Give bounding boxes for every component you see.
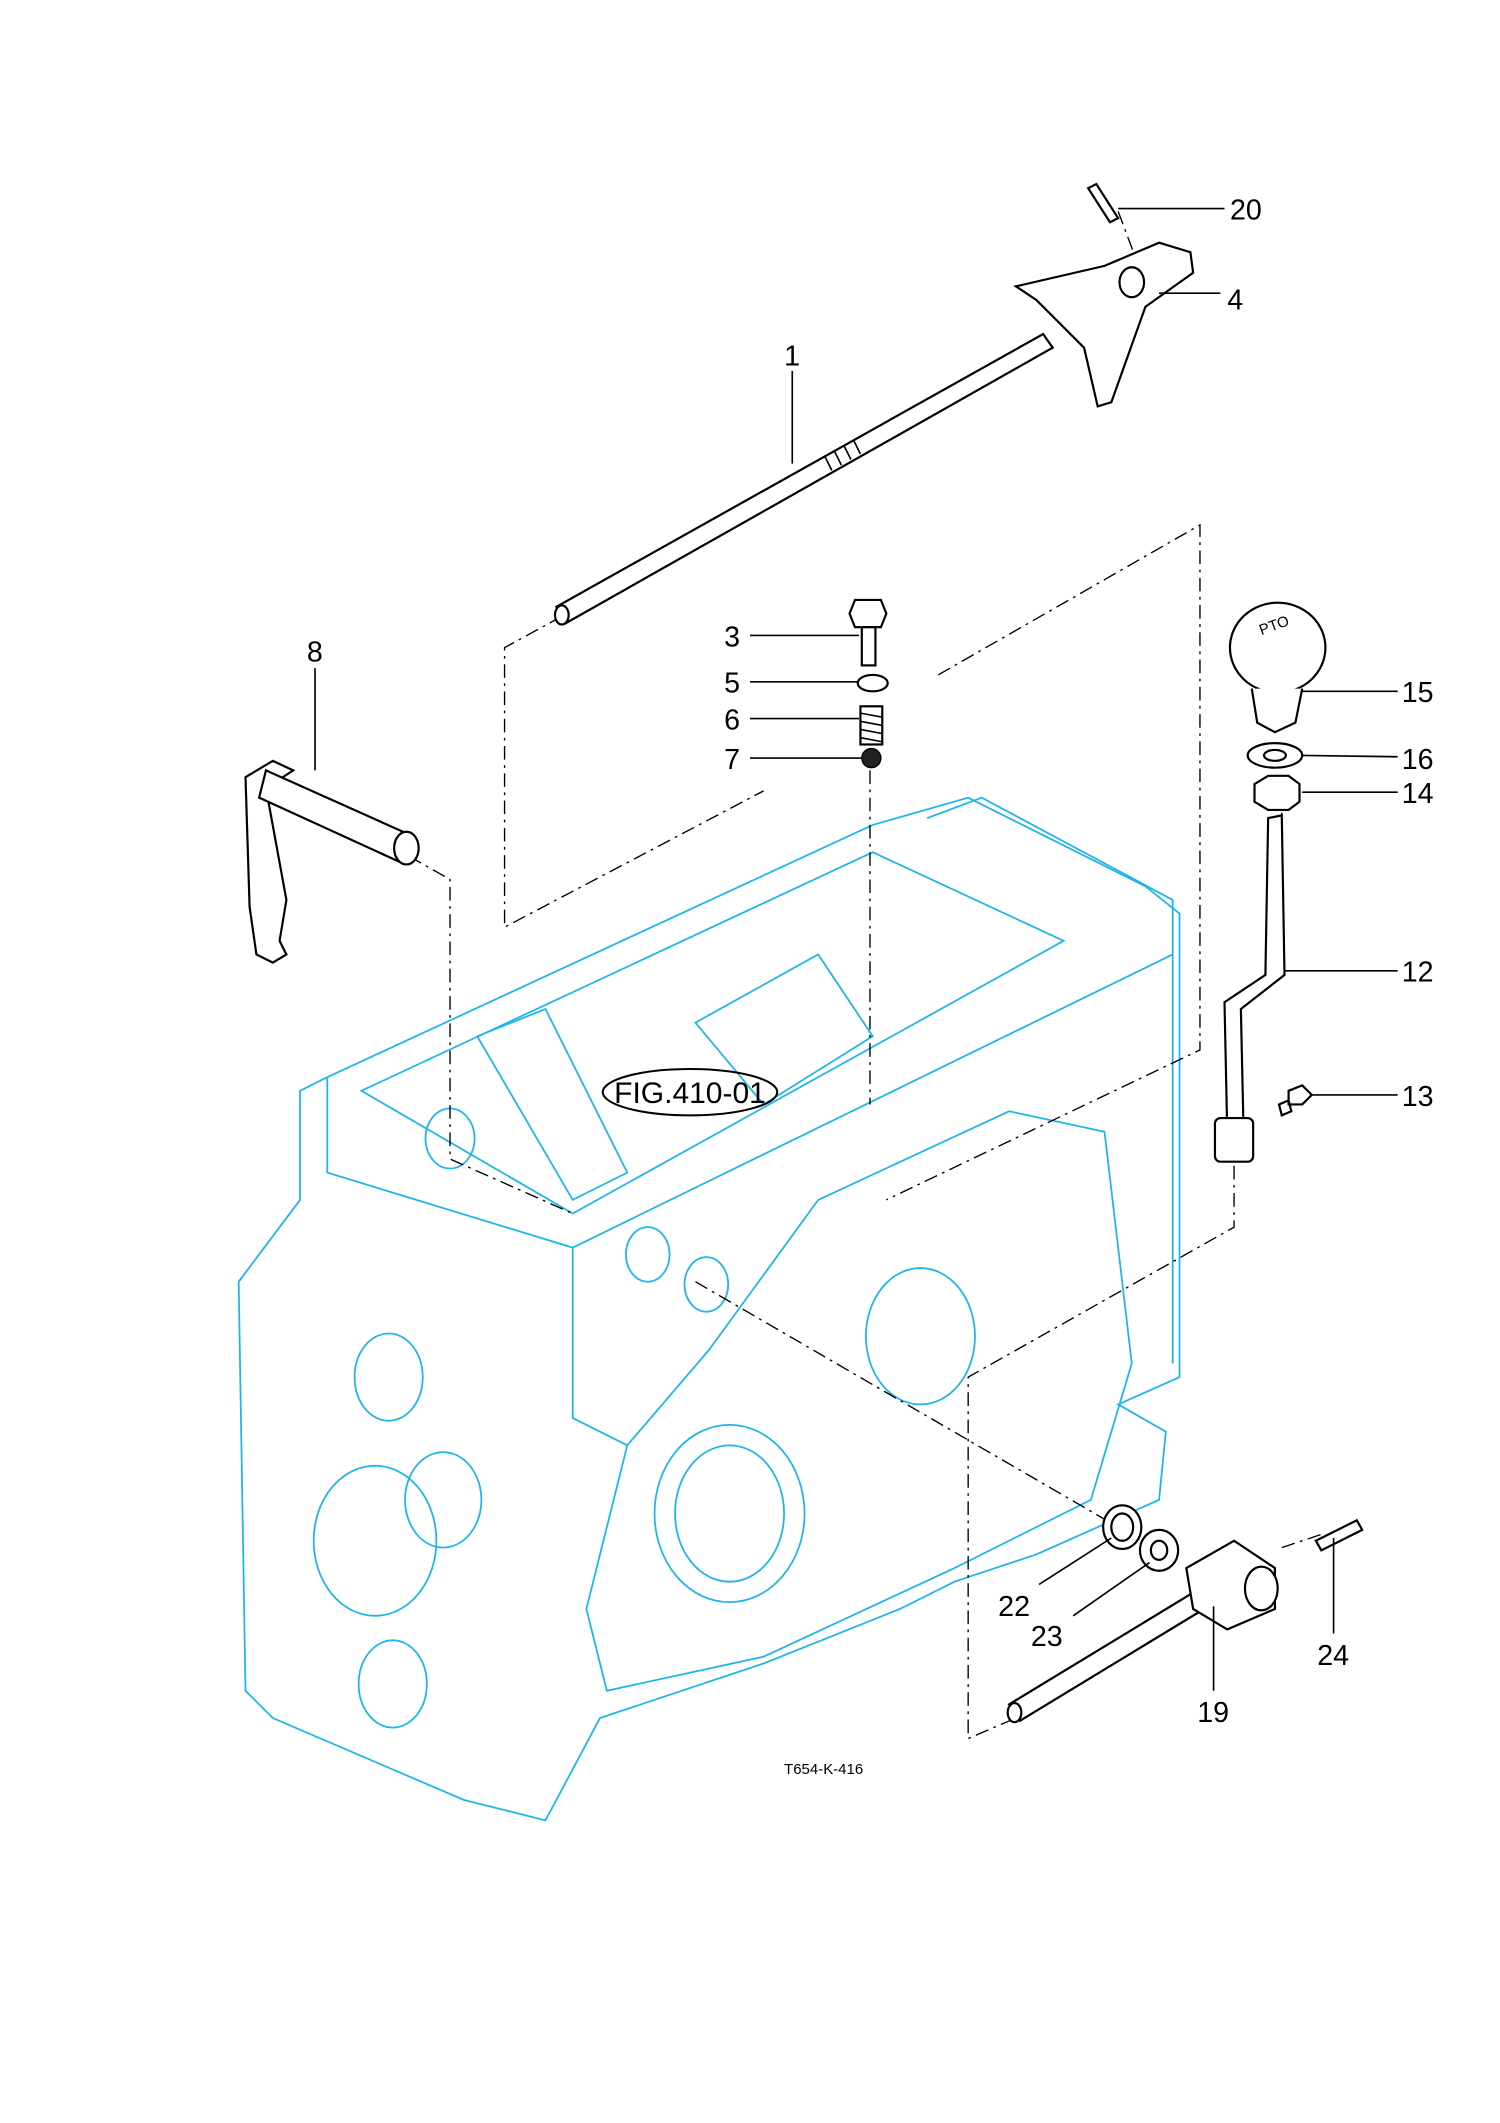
callout-5: 5: [724, 668, 740, 700]
callout-8: 8: [307, 636, 323, 668]
callout-14: 14: [1402, 778, 1434, 810]
callout-12: 12: [1402, 957, 1434, 989]
part-7-ball: [861, 747, 882, 769]
callout-7: 7: [724, 744, 740, 776]
callout-23: 23: [1031, 1621, 1063, 1653]
part-8-lever: [244, 759, 420, 964]
part-6-spring: [859, 705, 884, 746]
callout-1: 1: [784, 340, 800, 372]
part-20-pin: [1086, 182, 1120, 224]
callout-6: 6: [724, 704, 740, 736]
part-19-lever: [1006, 1539, 1279, 1724]
part-22-seal: [1102, 1504, 1143, 1551]
figure-reference[interactable]: FIG.410-01: [614, 1077, 766, 1110]
assembly-lines: [408, 211, 1323, 1740]
part-13-bolt: [1277, 1084, 1314, 1117]
part-1-shift-rod: [553, 332, 1055, 626]
part-24-pin: [1314, 1518, 1364, 1552]
part-12-rod-lever: [1213, 814, 1286, 1163]
part-15-knob: PTO: [1228, 601, 1327, 734]
part-14-nut: [1253, 774, 1301, 812]
part-4-shift-fork: [1013, 241, 1195, 408]
callout-24: 24: [1317, 1640, 1349, 1672]
part-3-bolt: [848, 598, 888, 667]
figure-reference-link[interactable]: FIG.410-01: [601, 1067, 779, 1117]
callout-19: 19: [1197, 1697, 1229, 1729]
part-5-washer: [856, 673, 889, 693]
callout-22: 22: [998, 1591, 1030, 1623]
callout-16: 16: [1402, 744, 1434, 776]
callout-20: 20: [1230, 195, 1262, 227]
callout-13: 13: [1402, 1081, 1434, 1113]
drawing-code: T654-K-416: [784, 1761, 863, 1778]
callout-3: 3: [724, 621, 740, 653]
leader-lines: [314, 207, 1398, 1691]
part-16-washer-hole: [1262, 748, 1287, 762]
callout-4: 4: [1227, 285, 1243, 317]
callout-15: 15: [1402, 677, 1434, 709]
transmission-housing: [237, 796, 1181, 1822]
part-23-washer: [1138, 1528, 1180, 1572]
